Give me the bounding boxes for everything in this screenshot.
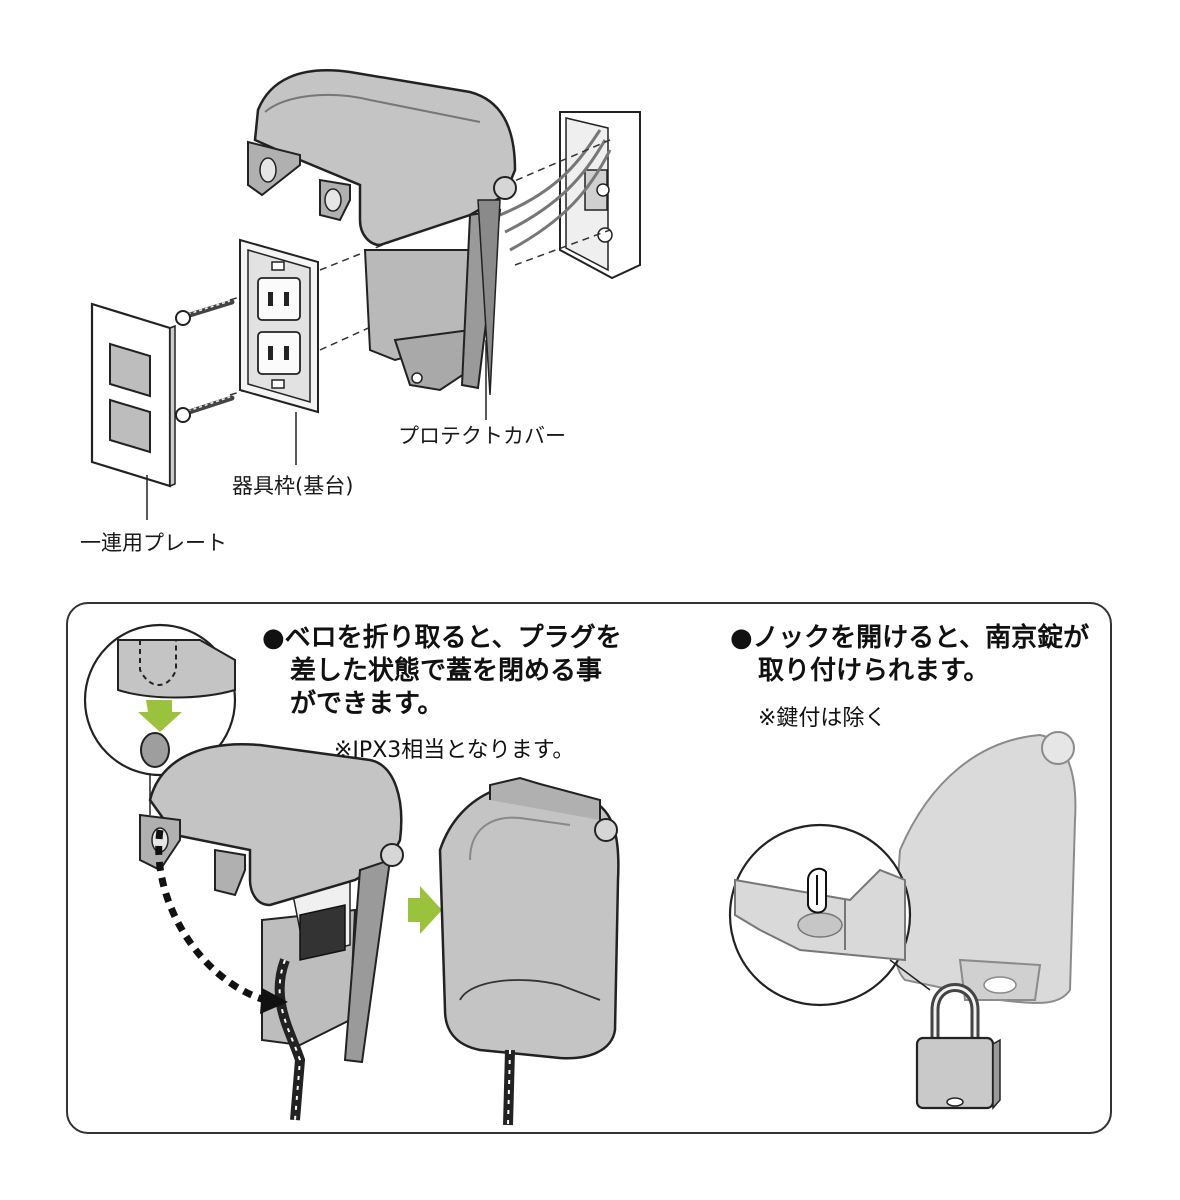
protect-cover-label: プロテクトカバー: [398, 424, 566, 448]
feature-panel: [66, 602, 1112, 1134]
left-feature-note: ※IPX3相当となります。: [334, 738, 575, 763]
protect-cover-exploded: [247, 69, 517, 420]
left-feature-heading-1: ●ベロを折り取ると、プラグを: [262, 623, 622, 653]
frame-label: 器具枠(基台): [232, 474, 354, 498]
screws: [175, 299, 235, 423]
zoom-circle-tab: [83, 623, 237, 815]
zoom-circle-knock: [728, 823, 931, 1007]
right-feature-heading-1: ●ノックを開けると、南京錠が: [730, 623, 1090, 653]
right-feature-heading-2: 取り付けられます。: [758, 656, 990, 686]
right-feature-note: ※鍵付は除く: [758, 706, 887, 731]
one-gang-plate: [90, 302, 176, 520]
left-feature-heading-3: ができます。: [290, 689, 444, 719]
plate-label: 一連用プレート: [80, 531, 227, 555]
cover-open-with-plug: [139, 743, 404, 1121]
cover-closed: [438, 776, 620, 1126]
green-arrow-icon: [408, 886, 442, 934]
left-feature-heading-2: 差した状態で蓋を閉める事: [290, 656, 603, 686]
faded-cover-with-lock: [893, 731, 1077, 1004]
wall-box: [499, 111, 641, 280]
frame-base: [239, 238, 319, 465]
padlock-icon: [915, 983, 1001, 1110]
